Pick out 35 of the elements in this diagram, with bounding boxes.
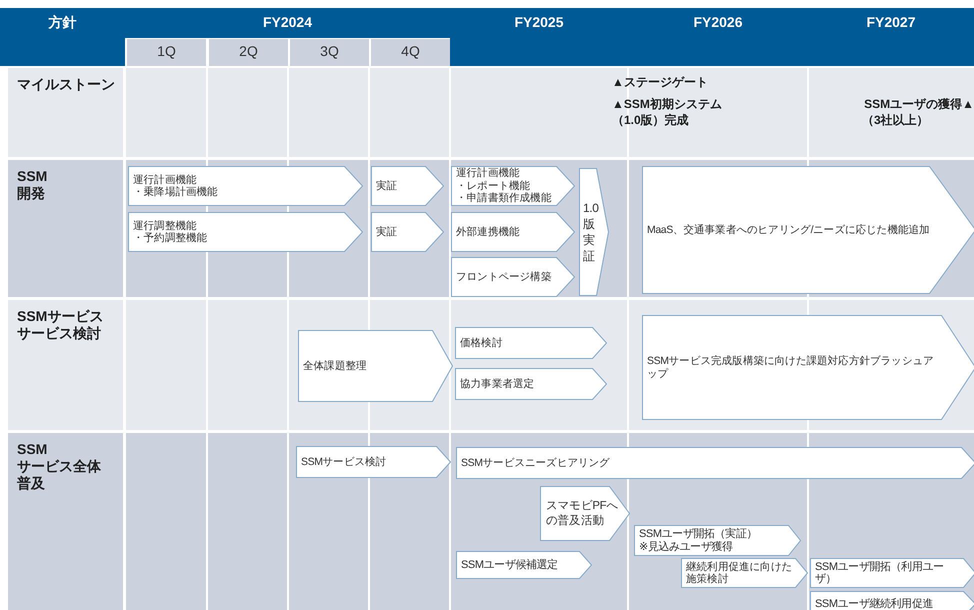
milestone-label: SSMユーザの獲得▲ （3社以上） <box>861 96 974 128</box>
row-header: SSM サービス全体 普及 <box>8 433 123 610</box>
chevron-box: SSMサービスニーズヒアリング <box>456 447 974 479</box>
chevron-box: 協力事業者選定 <box>455 368 607 400</box>
chevron-box: 1.0版実証 <box>579 168 609 296</box>
chevron-box: 運行調整機能 ・予約調整機能 <box>128 212 363 252</box>
chevron-box: SSMユーザ候補選定 <box>456 551 592 579</box>
header-cell: FY2025 <box>450 8 628 66</box>
chevron-box: 継続利用促進に向けた施策検討 <box>681 558 808 588</box>
header-cell: FY2026 <box>628 8 808 66</box>
row-header: マイルストーン <box>8 68 123 157</box>
row-header: SSMサービス サービス検討 <box>8 300 123 430</box>
chevron-box: フロントページ構築 <box>451 257 575 297</box>
quarter-cell: 4Q <box>371 39 450 66</box>
chevron-box: SSMユーザ開拓（実証） ※見込みユーザ獲得 <box>634 525 801 556</box>
chevron-box: 運行計画機能 ・乗降場計画機能 <box>128 166 363 206</box>
milestone-label: ▲ステージゲート <box>612 74 708 90</box>
chevron-box: SSMサービス完成版構築に向けた課題対応方針ブラッシュアップ <box>642 315 974 420</box>
chevron-box: 全体課題整理 <box>298 330 453 402</box>
quarter-cell: 1Q <box>127 39 206 66</box>
header-cell: FY2024 <box>125 8 450 38</box>
chevron-box: スマモビPFへの普及活動 <box>540 486 630 541</box>
milestone-label: ▲SSM初期システム （1.0版）完成 <box>612 96 722 128</box>
header-cell: FY2027 <box>808 8 974 66</box>
chevron-box: SSMユーザ継続利用促進 <box>810 591 974 610</box>
quarter-cell: 2Q <box>209 39 288 66</box>
chevron-box: 価格検討 <box>455 327 607 359</box>
chevron-box: SSMユーザ開拓（利用ユーザ） <box>810 558 974 588</box>
chevron-box: MaaS、交通事業者へのヒアリング/ニーズに応じた機能追加 <box>642 166 974 294</box>
row-header: SSM 開発 <box>8 160 123 297</box>
header-cell: 方針 <box>0 8 125 66</box>
chevron-box: 運行計画機能 ・レポート機能 ・申請書類作成機能 <box>451 166 575 206</box>
chevron-box: SSMサービス検討 <box>296 446 451 478</box>
chevron-box: 外部連携機能 <box>451 212 575 252</box>
quarter-cell: 3Q <box>290 39 369 66</box>
